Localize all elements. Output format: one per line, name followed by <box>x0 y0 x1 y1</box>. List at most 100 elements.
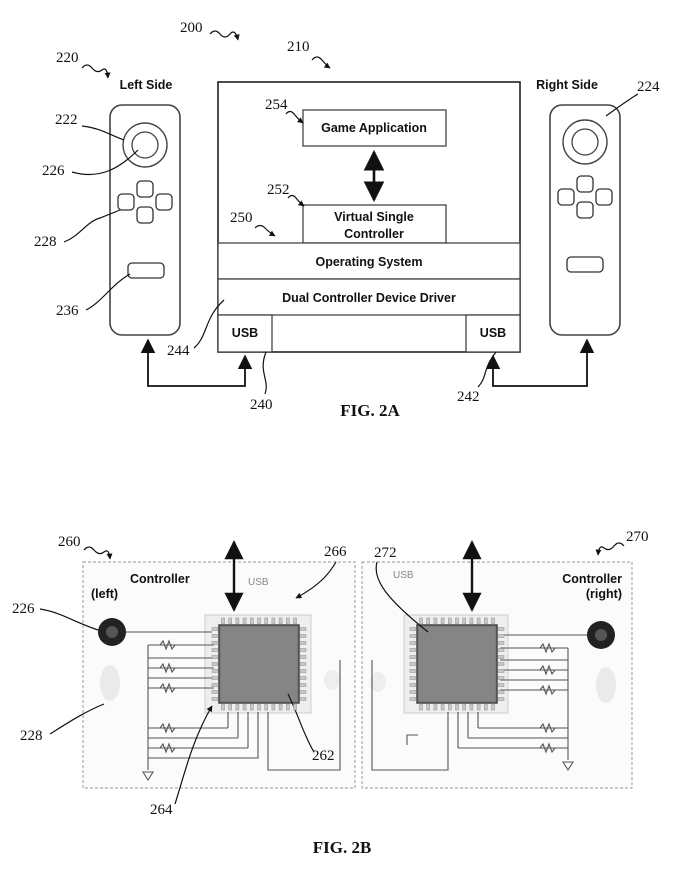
left-dpad-down <box>137 207 153 223</box>
chip-pin <box>286 704 289 710</box>
ref-226-fig2b: 226 <box>12 601 35 617</box>
chip-pin <box>286 618 289 624</box>
ref-210: 210 <box>287 39 310 55</box>
chip-pin <box>410 628 416 631</box>
left-controller-label-2: (left) <box>91 587 118 601</box>
right-controller-label-1: Controller <box>562 572 622 586</box>
right-dpad-left <box>558 189 574 205</box>
chip-pin <box>463 704 466 710</box>
right-controller-224: Right Side <box>536 78 620 335</box>
chip-pin <box>498 628 504 631</box>
fig-2b-caption: FIG. 2B <box>313 838 372 857</box>
chip-pin <box>498 684 504 687</box>
chip-pin <box>470 704 473 710</box>
chip-pin <box>498 670 504 673</box>
chip-pin <box>434 704 437 710</box>
usb-port-left-label: USB <box>232 326 258 340</box>
left-usb-label: USB <box>248 577 269 588</box>
chip-pin <box>300 698 306 701</box>
chip-pin <box>258 704 261 710</box>
virtual-controller-label-1: Virtual Single <box>334 210 414 224</box>
chip-pin <box>250 704 253 710</box>
chip-pin <box>420 704 423 710</box>
chip-pin <box>300 663 306 666</box>
chip-pin <box>492 618 495 624</box>
chip-pin <box>498 642 504 645</box>
chip-pin <box>300 656 306 659</box>
ref-220: 220 <box>56 50 79 66</box>
chip-pin <box>498 691 504 694</box>
usb-port-right-label: USB <box>480 326 506 340</box>
chip-pin <box>229 704 232 710</box>
chip-pin <box>300 684 306 687</box>
left-dpad-up <box>137 181 153 197</box>
ref-270: 270 <box>626 529 649 545</box>
chip-pin <box>300 642 306 645</box>
chip-pin <box>300 635 306 638</box>
right-microcontroller-chip <box>404 615 508 713</box>
figure-2a: Game Application Virtual Single Controll… <box>34 20 660 420</box>
chip-pin <box>498 656 504 659</box>
chip-pin <box>434 618 437 624</box>
ref-228: 228 <box>34 234 57 250</box>
ref-252: 252 <box>267 182 290 198</box>
chip-pin <box>229 618 232 624</box>
chip-pin <box>300 670 306 673</box>
chip-pin <box>258 618 261 624</box>
chip-pin <box>463 618 466 624</box>
left-faint-button-b <box>324 670 340 690</box>
chip-pin <box>498 635 504 638</box>
ref-266: 266 <box>324 544 347 560</box>
left-joystick-sensor-center <box>106 626 118 638</box>
chip-pin <box>294 704 297 710</box>
chip-pin <box>222 704 225 710</box>
ref-224: 224 <box>637 79 660 95</box>
chip-pin <box>410 670 416 673</box>
right-side-label: Right Side <box>536 78 598 92</box>
chip-pin <box>212 656 218 659</box>
chip-pin <box>498 698 504 701</box>
chip-pin <box>448 704 451 710</box>
chip-pin <box>410 642 416 645</box>
chip-pin <box>212 635 218 638</box>
ref-242: 242 <box>457 389 480 405</box>
right-faint-button-a <box>596 667 616 703</box>
ref-262: 262 <box>312 748 335 764</box>
figure-2b: Controller (left) USB <box>12 529 649 857</box>
operating-system-label: Operating System <box>316 255 423 269</box>
chip-pin <box>236 704 239 710</box>
chip-pin <box>410 656 416 659</box>
right-usb-label: USB <box>393 570 414 581</box>
ref-254: 254 <box>265 97 288 113</box>
chip-pin <box>250 618 253 624</box>
chip-pin <box>212 642 218 645</box>
chip-pin <box>427 704 430 710</box>
chip-pin <box>498 677 504 680</box>
left-joystick-inner <box>132 132 158 158</box>
right-pill-button <box>567 257 603 272</box>
right-controller-board-270: Controller (right) USB <box>362 542 632 788</box>
chip-pin <box>410 663 416 666</box>
left-microcontroller-chip <box>205 615 311 713</box>
fig-2a-caption: FIG. 2A <box>340 401 400 420</box>
chip-pin <box>212 649 218 652</box>
chip-pin <box>477 704 480 710</box>
chip-pin <box>222 618 225 624</box>
chip-pin <box>243 618 246 624</box>
chip-pin <box>410 684 416 687</box>
chip-pin <box>265 704 268 710</box>
chip-pin <box>272 618 275 624</box>
chip-pin <box>212 691 218 694</box>
ref-222: 222 <box>55 112 78 128</box>
chip-pin <box>448 618 451 624</box>
left-dpad-left <box>118 194 134 210</box>
right-dpad-down <box>577 202 593 218</box>
chip-pin <box>492 704 495 710</box>
chip-pin <box>456 704 459 710</box>
left-pill-button <box>128 263 164 278</box>
chip-pin <box>498 649 504 652</box>
console-210: Game Application Virtual Single Controll… <box>218 82 520 352</box>
right-controller-label-2: (right) <box>586 587 622 601</box>
chip-pin <box>427 618 430 624</box>
chip-pin <box>477 618 480 624</box>
